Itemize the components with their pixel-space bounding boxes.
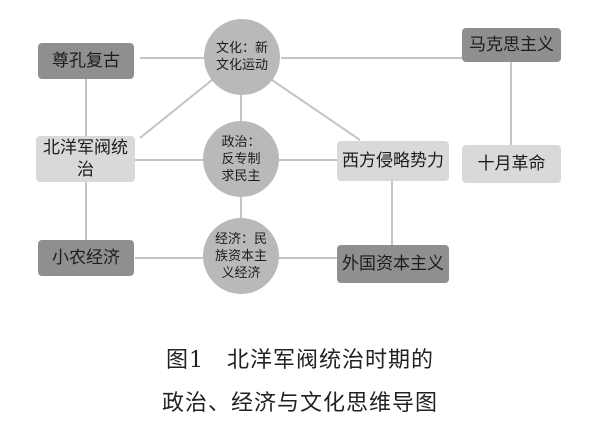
node-xiaonong: 小农经济 <box>38 240 134 276</box>
node-culture: 文化：新 文化运动 <box>204 19 280 95</box>
node-economy: 经济：民 族资本主 义经济 <box>203 218 279 294</box>
caption-line-1: 图1 北洋军阀统治时期的 <box>166 348 434 373</box>
node-zunkong: 尊孔复古 <box>38 43 134 79</box>
node-foreign-capital: 外国资本主义 <box>337 245 449 283</box>
node-october: 十月革命 <box>462 145 561 183</box>
node-western: 西方侵略势力 <box>337 141 449 181</box>
node-beiyang: 北洋军阀统治 <box>36 136 135 182</box>
node-politics: 政治： 反专制 求民主 <box>203 121 279 197</box>
caption-line-2: 政治、经济与文化思维导图 <box>161 391 438 416</box>
node-marxism: 马克思主义 <box>462 28 561 62</box>
